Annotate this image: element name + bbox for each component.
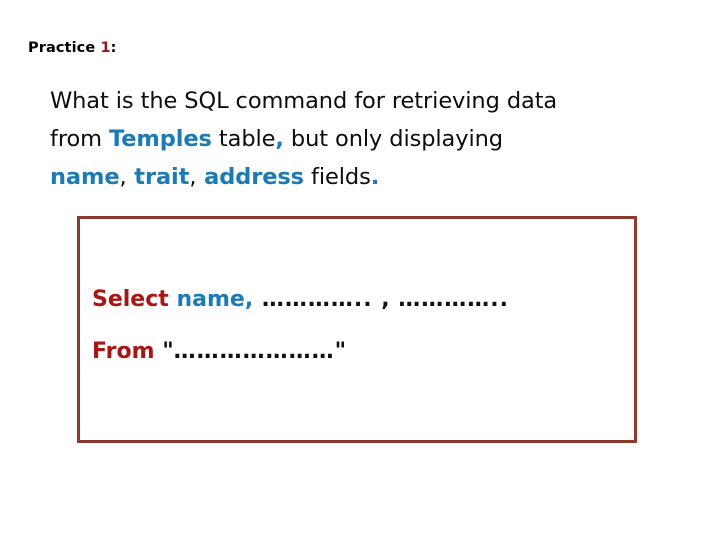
practice-number: 1 [100, 40, 111, 56]
question-line-3-tail: fields [303, 164, 371, 190]
question-block: What is the SQL command for retrieving d… [50, 82, 690, 196]
question-line-3-period: . [370, 164, 380, 190]
sql-comma-1: , [244, 287, 254, 312]
sql-comma-2: , [381, 287, 390, 312]
question-field-address: address [196, 164, 304, 190]
practice-colon: : [110, 40, 117, 56]
question-table-name: Temples [109, 126, 212, 152]
answer-line-select[interactable]: Select name, ………….. , ………….. [92, 289, 509, 311]
question-line-2-comma: , [275, 126, 284, 152]
sql-quote-close: " [334, 339, 347, 364]
question-line-2-mid: table [211, 126, 276, 152]
sql-blank-1[interactable]: ………….. [253, 287, 382, 312]
sql-keyword-from: From [92, 339, 155, 364]
sql-keyword-select: Select [92, 287, 169, 312]
question-line-2-prefix: from [50, 126, 110, 152]
practice-label: Practice 1: [28, 41, 117, 56]
question-field-name: name [50, 164, 120, 190]
practice-word: Practice [28, 40, 96, 56]
question-field-trait: trait [126, 164, 190, 190]
question-line-3: name, trait, address fields. [50, 158, 690, 196]
question-line-2-suffix: but only displaying [283, 126, 503, 152]
question-line-3-comma-2: , [189, 164, 197, 190]
sql-field-name: name [176, 287, 245, 312]
sql-blank-3[interactable]: ………………… [173, 339, 335, 364]
sql-blank-2[interactable]: ………….. [389, 287, 509, 312]
question-line-3-comma-1: , [119, 164, 127, 190]
question-line-1-text: What is the SQL command for retrieving d… [50, 88, 558, 114]
answer-box[interactable]: Select name, ………….. , ………….. From "……………… [77, 216, 637, 443]
answer-line-from[interactable]: From "…………………" [92, 341, 346, 363]
question-line-1: What is the SQL command for retrieving d… [50, 82, 690, 120]
sql-quote-open: " [162, 339, 174, 364]
question-line-2: from Temples table, but only displaying [50, 120, 690, 158]
